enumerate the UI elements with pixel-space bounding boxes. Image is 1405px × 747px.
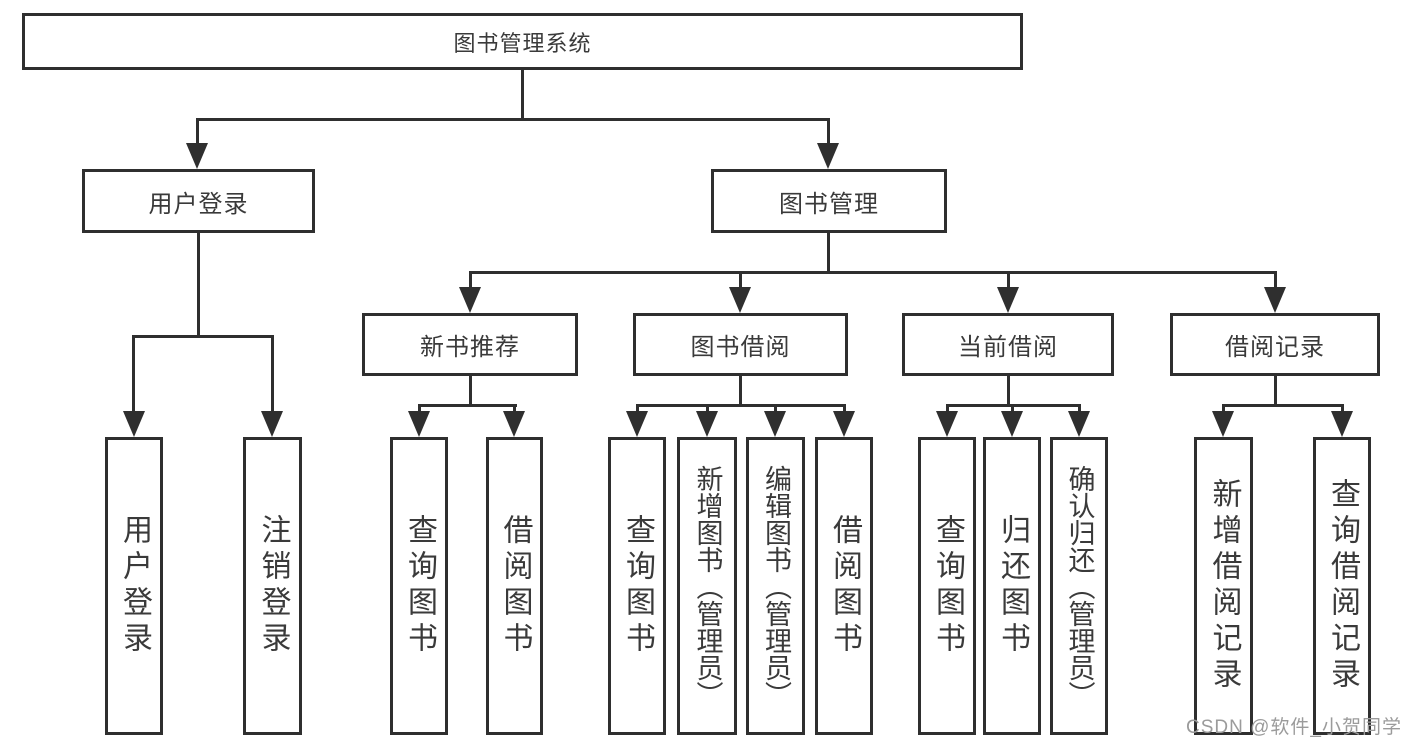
connector-line bbox=[1007, 376, 1010, 407]
arrow-down-icon bbox=[729, 287, 751, 313]
connector-line bbox=[418, 404, 517, 407]
leaf-bb-query-books: 查询图书 bbox=[608, 437, 666, 735]
connector-line bbox=[706, 404, 709, 414]
node-book-borrow-label: 图书借阅 bbox=[690, 334, 791, 361]
connector-line bbox=[196, 118, 830, 121]
arrow-down-icon bbox=[626, 411, 648, 437]
connector-line bbox=[739, 376, 742, 407]
connector-line bbox=[197, 233, 200, 337]
leaf-cb-confirm-return-admin-label: 确认归还（管理员） bbox=[1064, 464, 1095, 708]
leaf-bb-edit-books-admin: 编辑图书（管理员） bbox=[746, 437, 805, 735]
leaf-bb-edit-books-admin-label: 编辑图书（管理员） bbox=[761, 464, 791, 708]
leaf-user-login-label: 用户登录 bbox=[118, 514, 151, 658]
node-current-borrow: 当前借阅 bbox=[902, 313, 1114, 376]
leaf-rec-query-books: 查询图书 bbox=[390, 437, 448, 735]
node-book-management: 图书管理 bbox=[711, 169, 947, 233]
arrow-down-icon bbox=[1331, 411, 1353, 437]
connector-line bbox=[132, 335, 135, 413]
leaf-cb-return-books: 归还图书 bbox=[983, 437, 1041, 735]
leaf-br-add-record: 新增借阅记录 bbox=[1194, 437, 1253, 735]
node-new-book-recommend-label: 新书推荐 bbox=[420, 334, 520, 361]
node-current-borrow-label: 当前借阅 bbox=[958, 334, 1058, 361]
connector-line bbox=[196, 118, 199, 146]
connector-line bbox=[1274, 271, 1277, 290]
leaf-br-query-record: 查询借阅记录 bbox=[1313, 437, 1371, 735]
arrow-down-icon bbox=[764, 411, 786, 437]
connector-line bbox=[469, 376, 472, 407]
connector-line bbox=[843, 404, 846, 414]
connector-line bbox=[132, 335, 274, 338]
node-new-book-recommend: 新书推荐 bbox=[362, 313, 578, 376]
node-library-system: 图书管理系统 bbox=[22, 13, 1023, 70]
leaf-cb-query-books: 查询图书 bbox=[918, 437, 976, 735]
arrow-down-icon bbox=[936, 411, 958, 437]
leaf-cb-query-books-label: 查询图书 bbox=[931, 514, 964, 658]
leaf-rec-query-books-label: 查询图书 bbox=[403, 514, 436, 658]
leaf-bb-add-books-admin-label: 新增图书（管理员） bbox=[692, 464, 723, 708]
connector-line bbox=[418, 404, 421, 414]
connector-line bbox=[636, 404, 846, 407]
connector-line bbox=[739, 271, 742, 290]
arrow-down-icon bbox=[817, 143, 839, 169]
connector-line bbox=[774, 404, 777, 414]
csdn-watermark: CSDN @软件_小贺同学 bbox=[1186, 717, 1402, 738]
arrow-down-icon bbox=[503, 411, 525, 437]
leaf-bb-query-books-label: 查询图书 bbox=[621, 514, 654, 658]
leaf-br-query-record-label: 查询借阅记录 bbox=[1326, 478, 1359, 694]
node-user-login-label: 用户登录 bbox=[148, 190, 249, 218]
connector-line bbox=[827, 118, 830, 146]
arrow-down-icon bbox=[459, 287, 481, 313]
node-book-management-label: 图书管理 bbox=[779, 190, 879, 218]
arrow-down-icon bbox=[1068, 411, 1090, 437]
leaf-cb-return-books-label: 归还图书 bbox=[996, 514, 1029, 658]
leaf-cb-confirm-return-admin: 确认归还（管理员） bbox=[1050, 437, 1108, 735]
connector-line bbox=[1078, 404, 1081, 414]
connector-line bbox=[1341, 404, 1344, 414]
connector-line bbox=[636, 404, 639, 414]
connector-line bbox=[1274, 376, 1277, 407]
arrow-down-icon bbox=[1212, 411, 1234, 437]
arrow-down-icon bbox=[997, 287, 1019, 313]
leaf-logout-label: 注销登录 bbox=[256, 514, 290, 658]
leaf-bb-borrow-books: 借阅图书 bbox=[815, 437, 873, 735]
arrow-down-icon bbox=[123, 411, 145, 437]
leaf-rec-borrow-books-label: 借阅图书 bbox=[498, 514, 532, 658]
connector-line bbox=[469, 271, 472, 290]
connector-line bbox=[1222, 404, 1225, 414]
connector-line bbox=[827, 233, 830, 274]
leaf-user-login: 用户登录 bbox=[105, 437, 163, 735]
connector-line bbox=[521, 67, 524, 120]
arrow-down-icon bbox=[1001, 411, 1023, 437]
node-borrow-record: 借阅记录 bbox=[1170, 313, 1380, 376]
node-borrow-record-label: 借阅记录 bbox=[1225, 334, 1325, 361]
connector-line bbox=[1007, 271, 1010, 290]
arrow-down-icon bbox=[696, 411, 718, 437]
arrow-down-icon bbox=[261, 411, 283, 437]
leaf-br-add-record-label: 新增借阅记录 bbox=[1207, 478, 1241, 694]
connector-line bbox=[469, 271, 1277, 274]
leaf-bb-add-books-admin: 新增图书（管理员） bbox=[677, 437, 737, 735]
arrow-down-icon bbox=[1264, 287, 1286, 313]
connector-line bbox=[1222, 404, 1344, 407]
arrow-down-icon bbox=[833, 411, 855, 437]
node-user-login: 用户登录 bbox=[82, 169, 315, 233]
node-library-system-label: 图书管理系统 bbox=[453, 30, 592, 56]
connector-line bbox=[513, 404, 516, 414]
arrow-down-icon bbox=[408, 411, 430, 437]
leaf-bb-borrow-books-label: 借阅图书 bbox=[828, 514, 861, 658]
arrow-down-icon bbox=[186, 143, 208, 169]
leaf-logout: 注销登录 bbox=[243, 437, 302, 735]
connector-line bbox=[946, 404, 949, 414]
leaf-rec-borrow-books: 借阅图书 bbox=[486, 437, 543, 735]
node-book-borrow: 图书借阅 bbox=[633, 313, 848, 376]
connector-line bbox=[271, 335, 274, 413]
connector-line bbox=[1011, 404, 1014, 414]
